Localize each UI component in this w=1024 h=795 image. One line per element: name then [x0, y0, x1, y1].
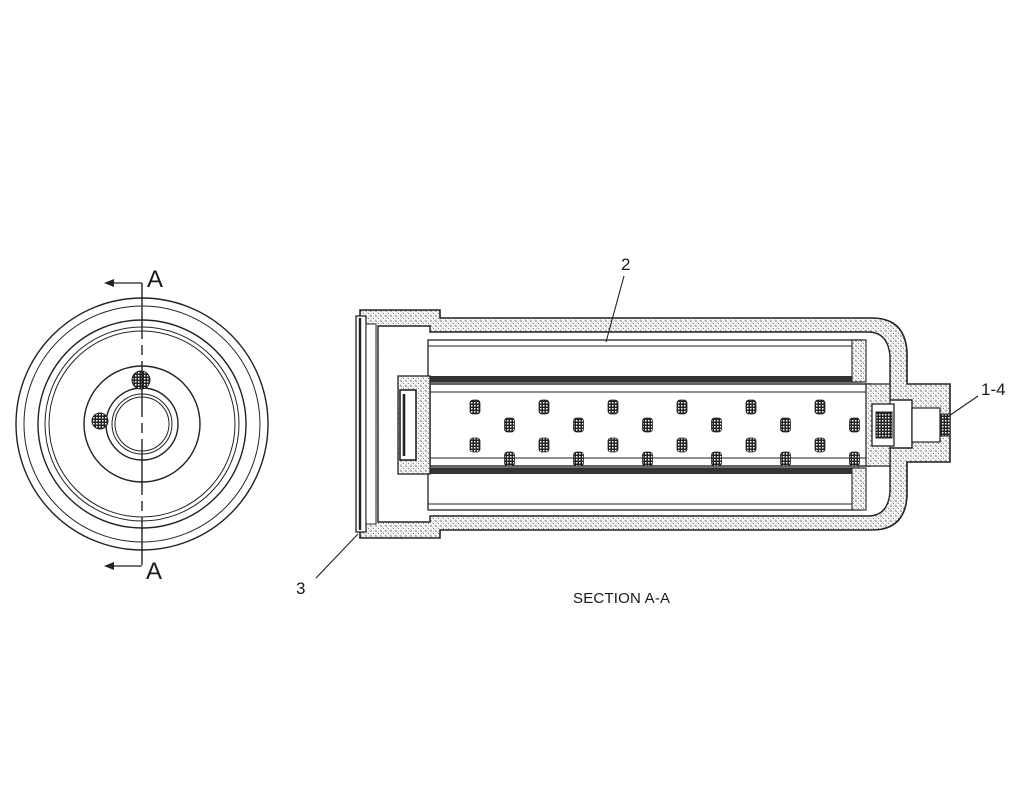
section-marker-bottom: A — [146, 558, 162, 585]
drain-fitting — [865, 383, 951, 467]
inlet-plug — [397, 375, 431, 475]
perforation-slot — [676, 437, 688, 453]
callout-leader-2 — [605, 275, 625, 343]
end-cap — [355, 315, 377, 533]
perforation-slot — [745, 437, 757, 453]
perforation-slot — [573, 451, 584, 467]
perforation-slot — [814, 399, 826, 415]
callout-1-4: 1-4 — [981, 380, 1006, 399]
perforation-slot — [607, 399, 619, 415]
perforation-slot — [780, 451, 791, 467]
perforation-slot — [504, 451, 515, 467]
callout-2: 2 — [621, 255, 630, 274]
perforation-slot — [642, 417, 653, 433]
perforation-slot — [538, 399, 550, 415]
perforation-slot — [676, 399, 688, 415]
perforated-core — [429, 383, 871, 467]
callout-leader-1-4 — [945, 395, 979, 419]
perforation-slot — [504, 417, 515, 433]
perforation-slot — [745, 399, 757, 415]
perforation-slot — [642, 451, 653, 467]
bolt-head — [131, 370, 151, 390]
perforation-slot — [814, 437, 826, 453]
section-marker-top: A — [147, 266, 163, 293]
perforation-slot — [711, 451, 722, 467]
section-title: SECTION A-A — [573, 590, 670, 607]
filter-element-lower — [427, 467, 861, 511]
perforation-slot — [538, 437, 550, 453]
callout-3: 3 — [296, 579, 305, 598]
end-view: A A — [15, 266, 269, 585]
bolt-head — [91, 412, 109, 430]
perforation-slot — [711, 417, 722, 433]
perforation-slot — [469, 437, 481, 453]
section-view: 2 1-4 3 SECTION A-A — [296, 255, 1006, 607]
section-cut-line — [104, 279, 143, 570]
perforation-slot — [607, 437, 619, 453]
perforation-slot — [469, 399, 481, 415]
perforation-slot — [780, 417, 791, 433]
filter-element-upper — [427, 339, 861, 383]
perforation-slot — [849, 451, 860, 467]
perforation-slot — [573, 417, 584, 433]
perforation-slot — [849, 417, 860, 433]
callout-leader-3 — [315, 533, 359, 579]
